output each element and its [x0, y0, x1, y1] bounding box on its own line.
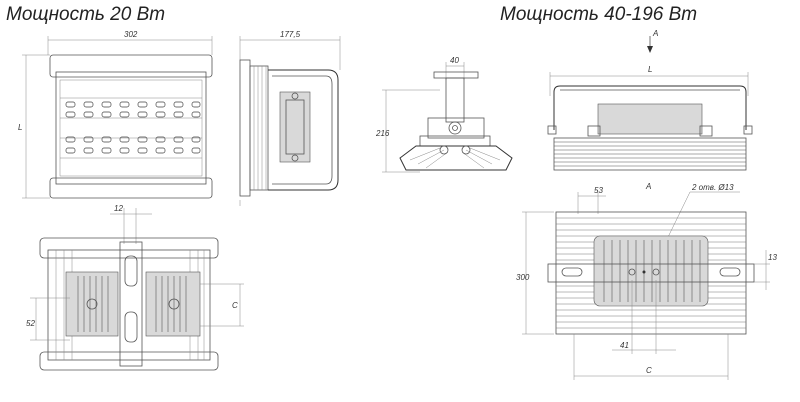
- left-bottom-view: 12 C 52: [26, 204, 244, 371]
- dim-right-216: 216: [375, 129, 390, 138]
- label-holes: 2 отв. Ø13: [691, 183, 734, 192]
- dim-right-300: 300: [516, 273, 530, 282]
- left-front-view: 302 L: [18, 30, 213, 199]
- dim-left-12: 12: [114, 204, 123, 213]
- label-front-a: A: [645, 182, 651, 191]
- dim-right-41: 41: [620, 341, 629, 350]
- dim-right-40: 40: [450, 56, 459, 65]
- right-side-view: 40 216: [375, 56, 513, 173]
- dim-right-l: L: [648, 65, 652, 74]
- title-left: Мощность 20 Вт: [6, 4, 166, 25]
- left-side-view: 177,5: [239, 30, 341, 206]
- right-front-view: A L A: [547, 29, 753, 191]
- dim-right-53: 53: [594, 186, 603, 195]
- dim-left-177: 177,5: [280, 30, 301, 39]
- title-right: Мощность 40-196 Вт: [500, 4, 698, 25]
- dim-left-l: L: [18, 123, 22, 132]
- right-bottom-view: 53 2 отв. Ø13 300 13: [516, 183, 777, 380]
- dim-left-302: 302: [124, 30, 138, 39]
- dim-left-52: 52: [26, 319, 35, 328]
- dim-right-13: 13: [768, 253, 777, 262]
- dim-left-c: C: [232, 301, 238, 310]
- label-view-a: A: [652, 29, 658, 38]
- dim-right-c: C: [646, 366, 652, 375]
